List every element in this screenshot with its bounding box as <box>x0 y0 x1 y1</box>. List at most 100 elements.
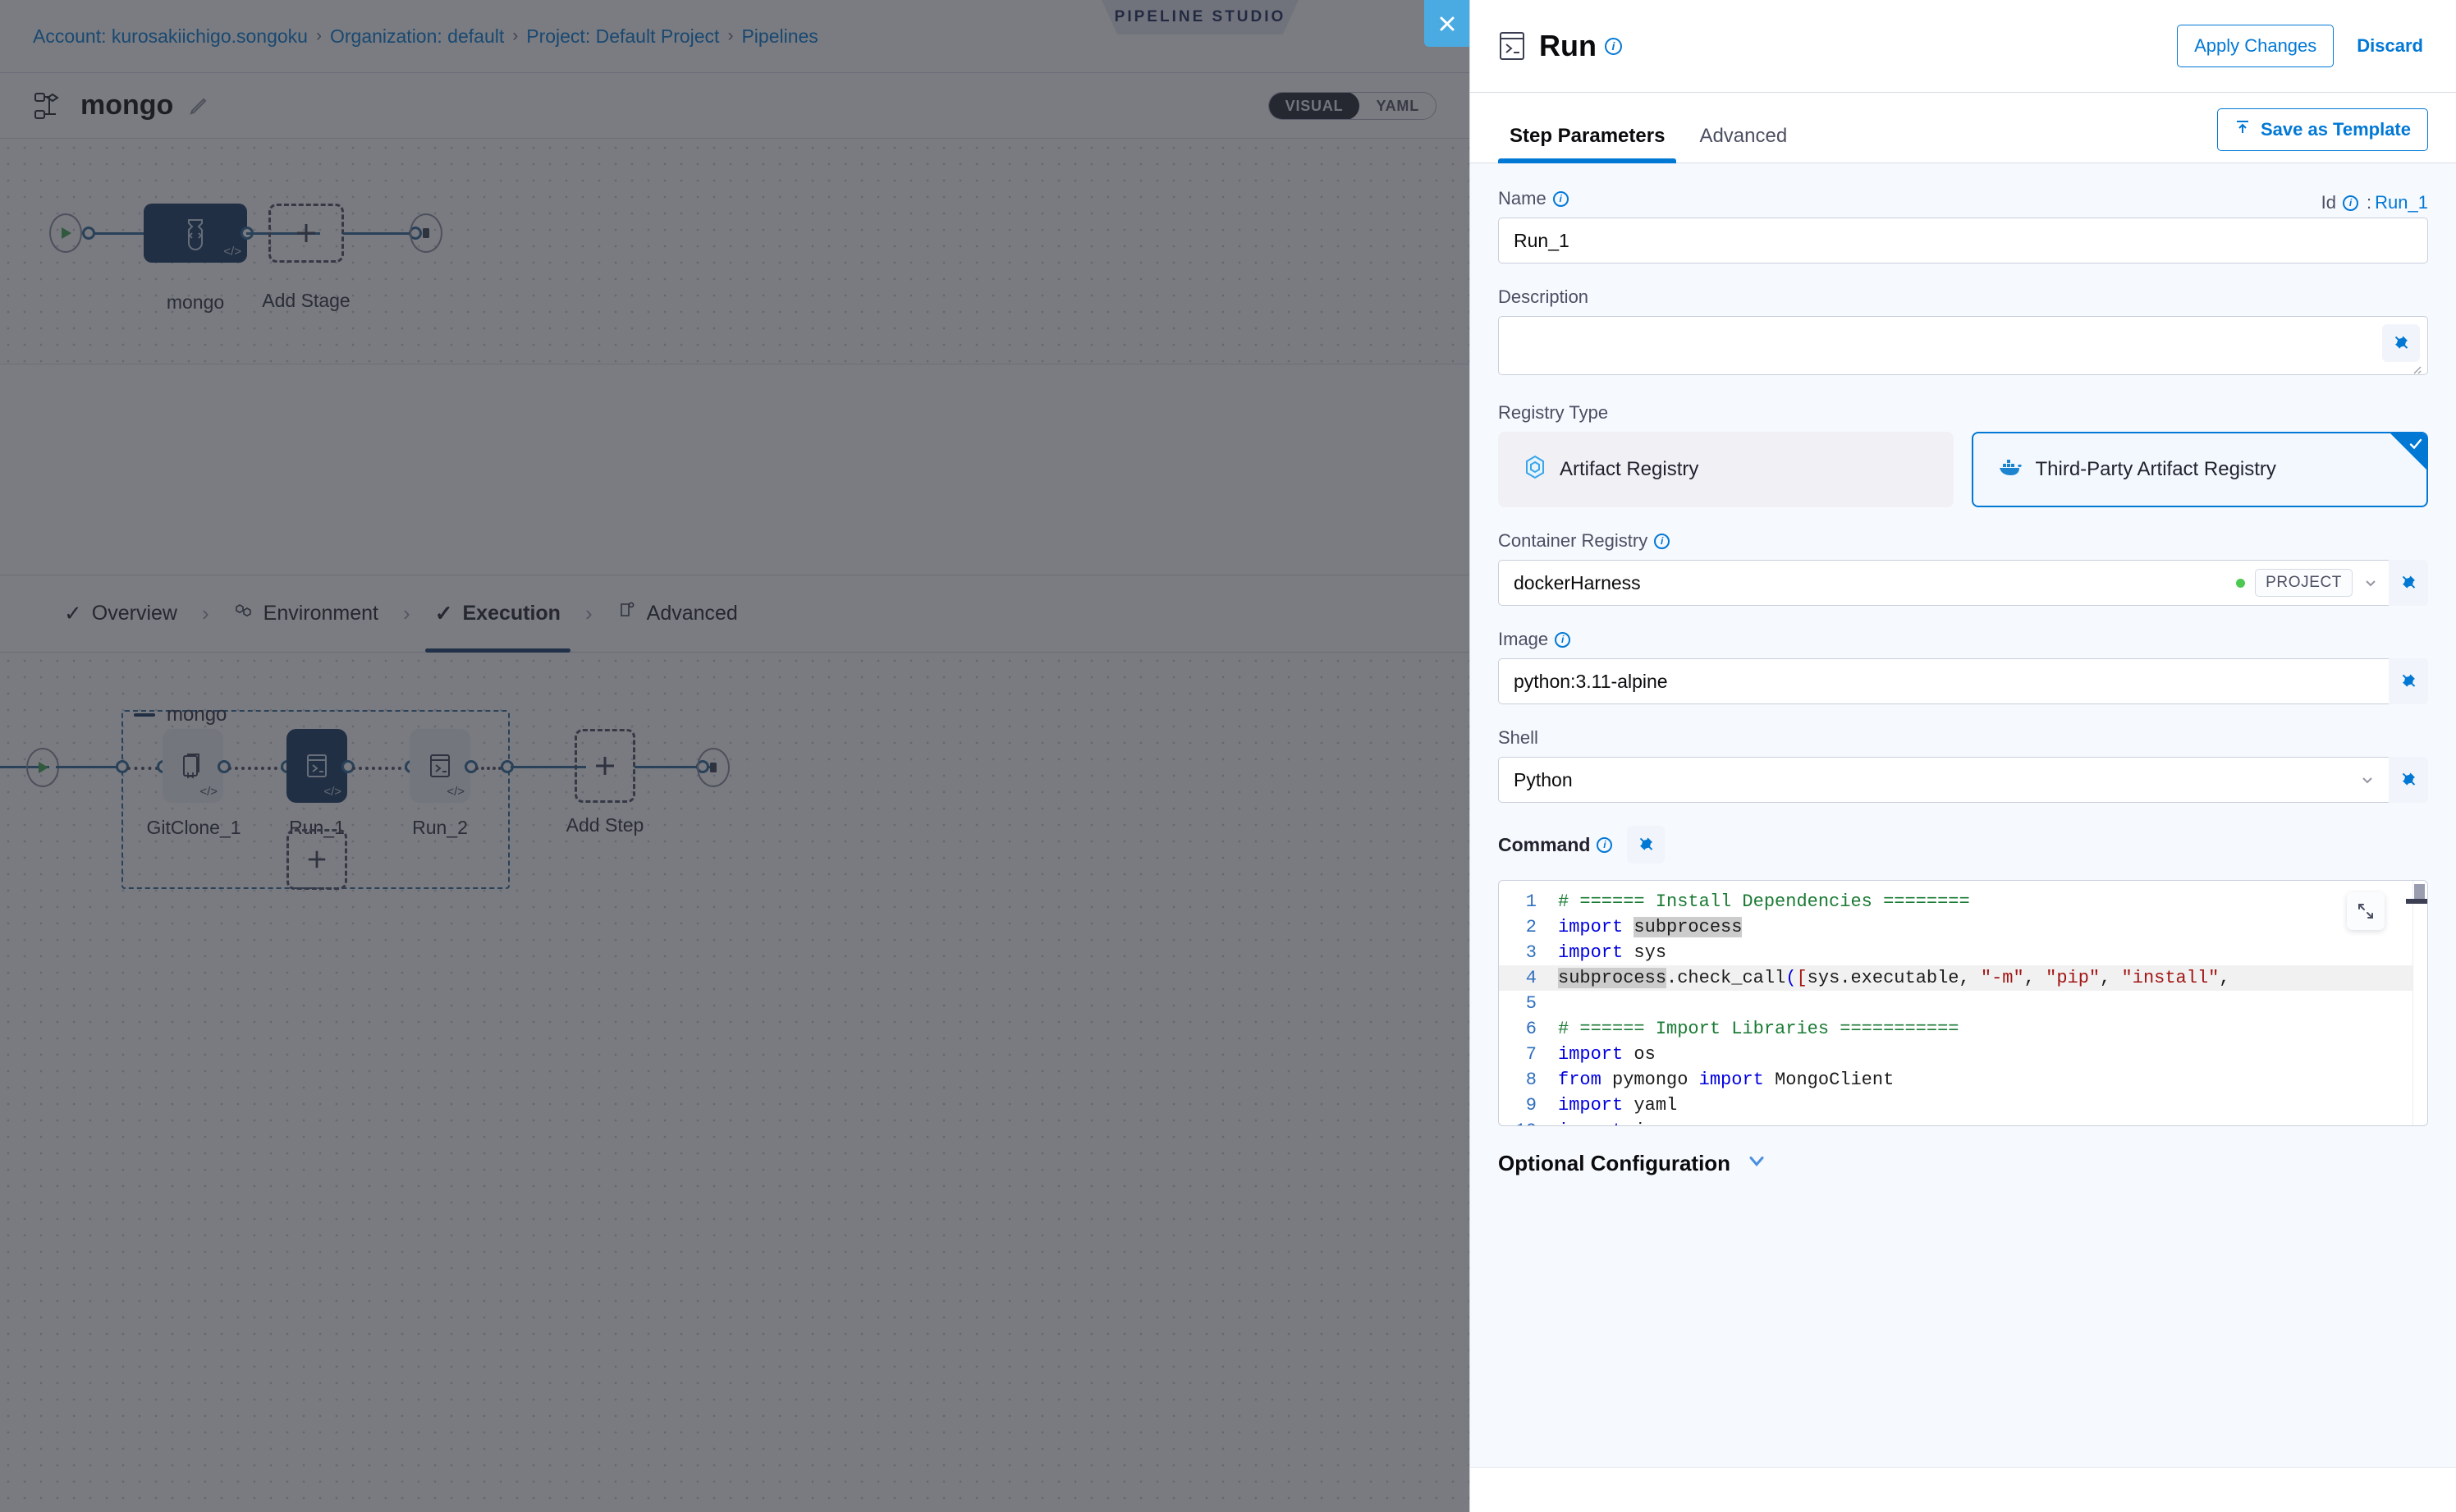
code-line[interactable]: 2 import subprocess <box>1499 914 2427 940</box>
breadcrumb-item-account[interactable]: Account: kurosakiichigo.songoku <box>33 25 308 47</box>
container-registry-select[interactable]: dockerHarness PROJECT <box>1498 560 2389 606</box>
container-registry-label-wrap: Container Registry i <box>1498 530 2428 552</box>
stage-tab-overview[interactable]: ✓ Overview <box>43 575 199 653</box>
visual-yaml-toggle[interactable]: VISUAL YAML <box>1267 91 1436 120</box>
code-text[interactable]: # ====== Install Dependencies ======== <box>1558 889 2427 914</box>
expand-editor-button[interactable] <box>2347 892 2385 930</box>
save-as-template-button[interactable]: Save as Template <box>2216 108 2428 151</box>
code-token: from <box>1558 1070 1613 1090</box>
template-upload-icon <box>2234 119 2251 140</box>
pipeline-end-node[interactable] <box>410 213 442 253</box>
execution-end-node[interactable] <box>697 748 730 787</box>
stage-tab-environment[interactable]: Environment <box>213 575 400 653</box>
container-registry-field: dockerHarness PROJECT <box>1498 560 2428 606</box>
step-group-title[interactable]: mongo <box>134 703 227 726</box>
code-line[interactable]: 5 <box>1499 991 2427 1016</box>
code-text[interactable]: import subprocess <box>1558 914 2427 940</box>
line-number: 10 <box>1499 1118 1558 1125</box>
shell-field: Python <box>1498 757 2428 803</box>
image-pin-button[interactable] <box>2389 658 2428 704</box>
close-button[interactable] <box>1424 0 1470 47</box>
breadcrumb-item-organization[interactable]: Organization: default <box>329 25 505 47</box>
code-text[interactable]: import sys <box>1558 940 2427 965</box>
editor-vertical-scrollbar[interactable] <box>2406 881 2427 1125</box>
step-node-run1[interactable]: </> <box>286 729 347 803</box>
breadcrumb-separator-icon: › <box>315 26 322 45</box>
toggle-yaml[interactable]: YAML <box>1376 97 1419 114</box>
pipeline-studio: Account: kurosakiichigo.songoku › Organi… <box>0 0 1469 1512</box>
description-pin-button[interactable] <box>2382 324 2420 362</box>
registry-option-artifact-registry[interactable]: Artifact Registry <box>1498 432 1954 507</box>
chevron-down-icon[interactable] <box>2362 575 2379 591</box>
shell-select[interactable]: Python <box>1498 757 2389 803</box>
code-token: , <box>2219 968 2230 988</box>
tab-step-parameters[interactable]: Step Parameters <box>1498 125 1677 163</box>
add-step-button[interactable] <box>575 729 635 803</box>
stage-node-label: mongo <box>166 291 225 313</box>
collapse-icon[interactable] <box>134 713 155 717</box>
code-text[interactable]: subprocess.check_call([sys.executable, "… <box>1558 965 2427 991</box>
step-node-gitclone[interactable]: </> <box>163 729 223 803</box>
command-code-editor[interactable]: 1# ====== Install Dependencies ========2… <box>1498 880 2428 1126</box>
stage-tab-advanced[interactable]: Advanced <box>596 575 759 653</box>
panel-body: Name i Id i : Run_1 Description <box>1470 163 2456 1467</box>
tab-advanced[interactable]: Advanced <box>1688 125 1798 163</box>
stage-node-mongo[interactable]: </> <box>144 204 247 263</box>
chevron-down-icon[interactable] <box>1745 1149 1768 1178</box>
add-stage-button[interactable] <box>268 204 344 263</box>
discard-button[interactable]: Discard <box>2352 27 2428 65</box>
image-label: Image <box>1498 629 1549 649</box>
registry-option-third-party[interactable]: Third-Party Artifact Registry <box>1971 432 2428 507</box>
info-icon[interactable]: i <box>1597 836 1613 853</box>
info-icon[interactable]: i <box>1604 37 1622 55</box>
code-token: # ====== Install Dependencies ======== <box>1558 891 1970 912</box>
apply-changes-button[interactable]: Apply Changes <box>2177 25 2335 67</box>
code-text[interactable]: import os <box>1558 1042 2427 1067</box>
name-input[interactable] <box>1498 218 2428 263</box>
stage-tab-label: Overview <box>91 602 177 625</box>
command-pin-button[interactable] <box>1627 826 1666 864</box>
code-line[interactable]: 10import json <box>1499 1118 2427 1125</box>
scrollbar-thumb[interactable] <box>2414 884 2425 902</box>
toggle-visual[interactable]: VISUAL <box>1268 92 1360 119</box>
add-parallel-step-button[interactable] <box>286 829 347 890</box>
description-textarea[interactable] <box>1498 316 2428 375</box>
breadcrumb-item-project[interactable]: Project: Default Project <box>526 25 720 47</box>
code-text[interactable]: import yaml <box>1558 1093 2427 1118</box>
edit-pencil-icon[interactable] <box>188 95 209 117</box>
shell-pin-button[interactable] <box>2389 757 2428 803</box>
execution-start-node[interactable] <box>26 748 59 787</box>
code-text[interactable]: from pymongo import MongoClient <box>1558 1067 2427 1093</box>
chevron-down-icon[interactable] <box>2359 772 2376 788</box>
container-registry-pin-button[interactable] <box>2389 560 2428 606</box>
info-icon[interactable]: i <box>1654 533 1670 549</box>
image-input[interactable] <box>1498 658 2389 704</box>
step-node-run2[interactable]: </> <box>410 729 470 803</box>
info-icon[interactable]: i <box>2343 195 2359 211</box>
hexagon-icon <box>234 601 254 626</box>
info-icon[interactable]: i <box>1555 631 1571 648</box>
breadcrumb-item-pipelines[interactable]: Pipelines <box>741 25 818 47</box>
check-icon: ✓ <box>434 601 453 625</box>
line-number: 2 <box>1525 917 1537 937</box>
registry-type-label: Registry Type <box>1498 402 1609 423</box>
panel-footer <box>1470 1467 2456 1512</box>
optional-configuration-toggle[interactable]: Optional Configuration <box>1498 1149 2428 1178</box>
code-text[interactable] <box>1558 991 2427 1016</box>
code-line[interactable]: 1# ====== Install Dependencies ======== <box>1499 889 2427 914</box>
code-text[interactable]: import json <box>1558 1118 2427 1125</box>
code-line[interactable]: 6# ====== Import Libraries =========== <box>1499 1016 2427 1042</box>
code-text[interactable]: # ====== Import Libraries =========== <box>1558 1016 2427 1042</box>
pipeline-studio-badge: PIPELINE STUDIO <box>1102 0 1299 34</box>
step-group-label: mongo <box>167 703 227 726</box>
info-icon[interactable]: i <box>1552 190 1569 207</box>
code-token: subprocess <box>1634 917 1743 937</box>
code-lines[interactable]: 1# ====== Install Dependencies ========2… <box>1499 881 2427 1125</box>
pipeline-start-node[interactable] <box>49 213 82 253</box>
stage-tab-execution[interactable]: ✓ Execution <box>414 575 582 653</box>
